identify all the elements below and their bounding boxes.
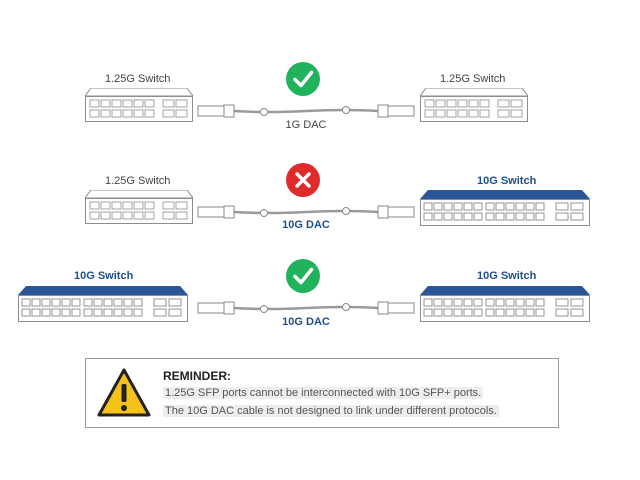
right-switch-label: 10G Switch <box>477 270 537 282</box>
ten-gigabit-switch <box>18 286 188 322</box>
left-switch-label: 10G Switch <box>74 270 134 282</box>
reminder-box: REMINDER: 1.25G SFP ports cannot be inte… <box>85 358 559 428</box>
dac-cable <box>197 205 415 219</box>
check-icon <box>286 259 320 293</box>
dac-cable <box>197 301 415 315</box>
right-switch-label: 1.25G Switch <box>440 73 506 85</box>
gigabit-switch <box>85 88 193 122</box>
cable-label: 10G DAC <box>282 219 330 231</box>
gigabit-switch <box>85 190 193 224</box>
warning-triangle-icon <box>97 368 151 417</box>
left-switch-label: 1.25G Switch <box>105 175 171 187</box>
x-icon <box>286 163 320 197</box>
right-switch-label: 10G Switch <box>477 175 537 187</box>
reminder-title: REMINDER: <box>163 369 231 383</box>
left-switch-label: 1.25G Switch <box>105 73 171 85</box>
check-icon <box>286 62 320 96</box>
ten-gigabit-switch <box>420 286 590 322</box>
cable-label: 10G DAC <box>282 316 330 328</box>
cable-label: 1G DAC <box>285 119 327 131</box>
dac-cable <box>197 104 415 118</box>
ten-gigabit-switch <box>420 190 590 226</box>
gigabit-switch <box>420 88 528 122</box>
reminder-line: 1.25G SFP ports cannot be interconnected… <box>163 387 484 399</box>
reminder-line: The 10G DAC cable is not designed to lin… <box>163 405 499 417</box>
